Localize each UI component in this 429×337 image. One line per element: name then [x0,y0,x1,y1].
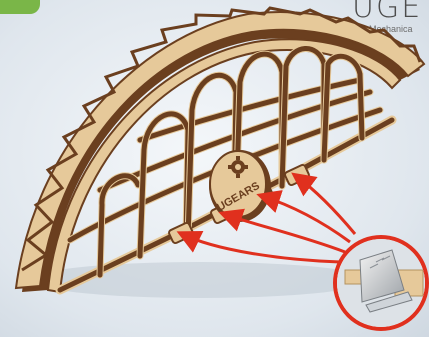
blade-inset [330,235,429,335]
ugears-medallion: UGEARS [209,150,271,222]
